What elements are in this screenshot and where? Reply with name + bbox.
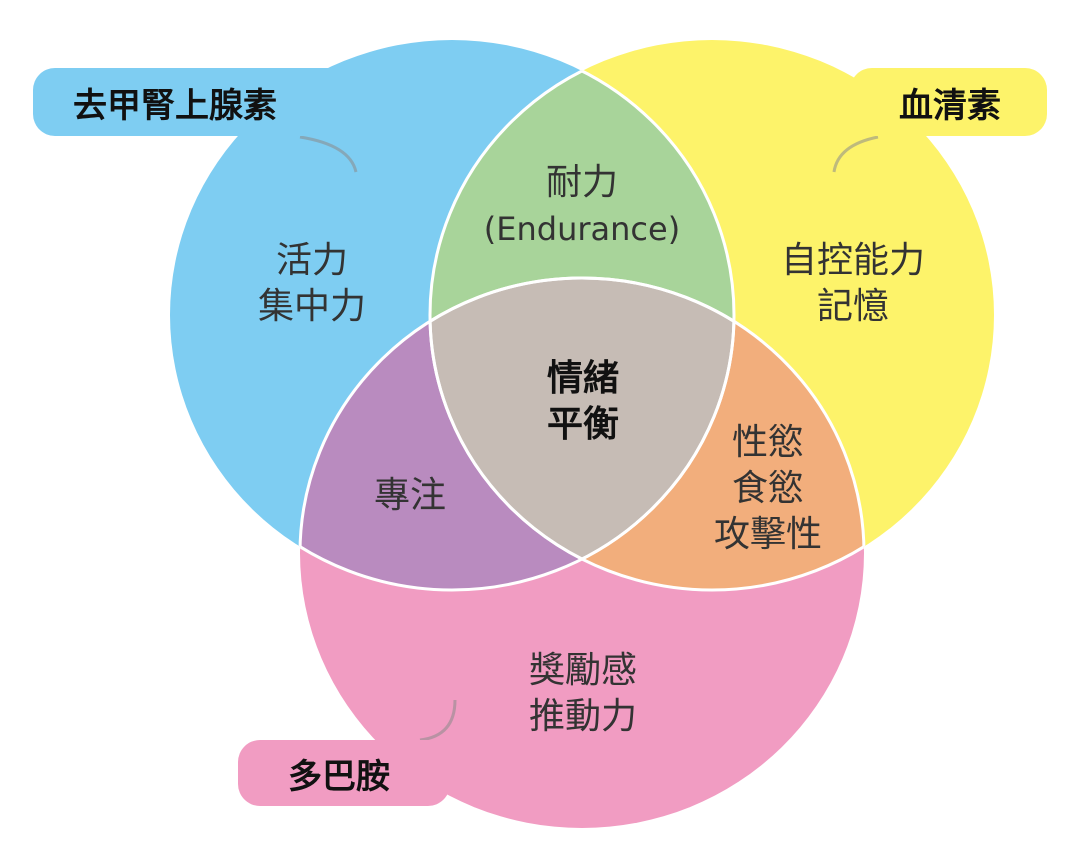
serotonin-text: 血清素 bbox=[899, 85, 1001, 126]
connector-lines bbox=[299, 135, 879, 742]
serotonin-label: 血清素 bbox=[850, 68, 1047, 136]
norepinephrine-text: 去甲腎上腺素 bbox=[73, 85, 277, 126]
region-norepinephrine-only: 活力 集中力 bbox=[258, 238, 366, 330]
region-ne-serotonin: 耐力 (Endurance) bbox=[484, 160, 680, 252]
region-text: 耐力 bbox=[545, 162, 619, 203]
region-text: 記憶 bbox=[816, 286, 890, 327]
norepinephrine-label: 去甲腎上腺素 bbox=[33, 68, 363, 136]
region-text: (Endurance) bbox=[483, 210, 681, 248]
region-text: 活力 bbox=[275, 240, 349, 281]
dopamine-label: 多巴胺 bbox=[238, 740, 450, 806]
region-text: 獎勵感 bbox=[528, 650, 638, 691]
region-text: 攻擊性 bbox=[713, 514, 823, 555]
region-text: 性慾 bbox=[731, 422, 805, 463]
region-all-three: 情緒 平衡 bbox=[547, 356, 619, 448]
region-text: 集中力 bbox=[257, 286, 367, 327]
region-serotonin-dopamine: 性慾 食慾 攻擊性 bbox=[714, 420, 822, 558]
region-serotonin-only: 自控能力 記憶 bbox=[781, 238, 925, 330]
dopamine-text: 多巴胺 bbox=[288, 756, 390, 797]
region-text: 情緒 bbox=[546, 358, 620, 399]
region-text: 食慾 bbox=[731, 468, 805, 509]
region-text: 推動力 bbox=[528, 696, 638, 737]
region-dopamine-only: 獎勵感 推動力 bbox=[529, 648, 637, 740]
region-text: 專注 bbox=[373, 475, 447, 516]
region-text: 平衡 bbox=[546, 404, 620, 445]
region-text: 自控能力 bbox=[780, 240, 926, 281]
region-ne-dopamine: 專注 bbox=[374, 473, 446, 519]
